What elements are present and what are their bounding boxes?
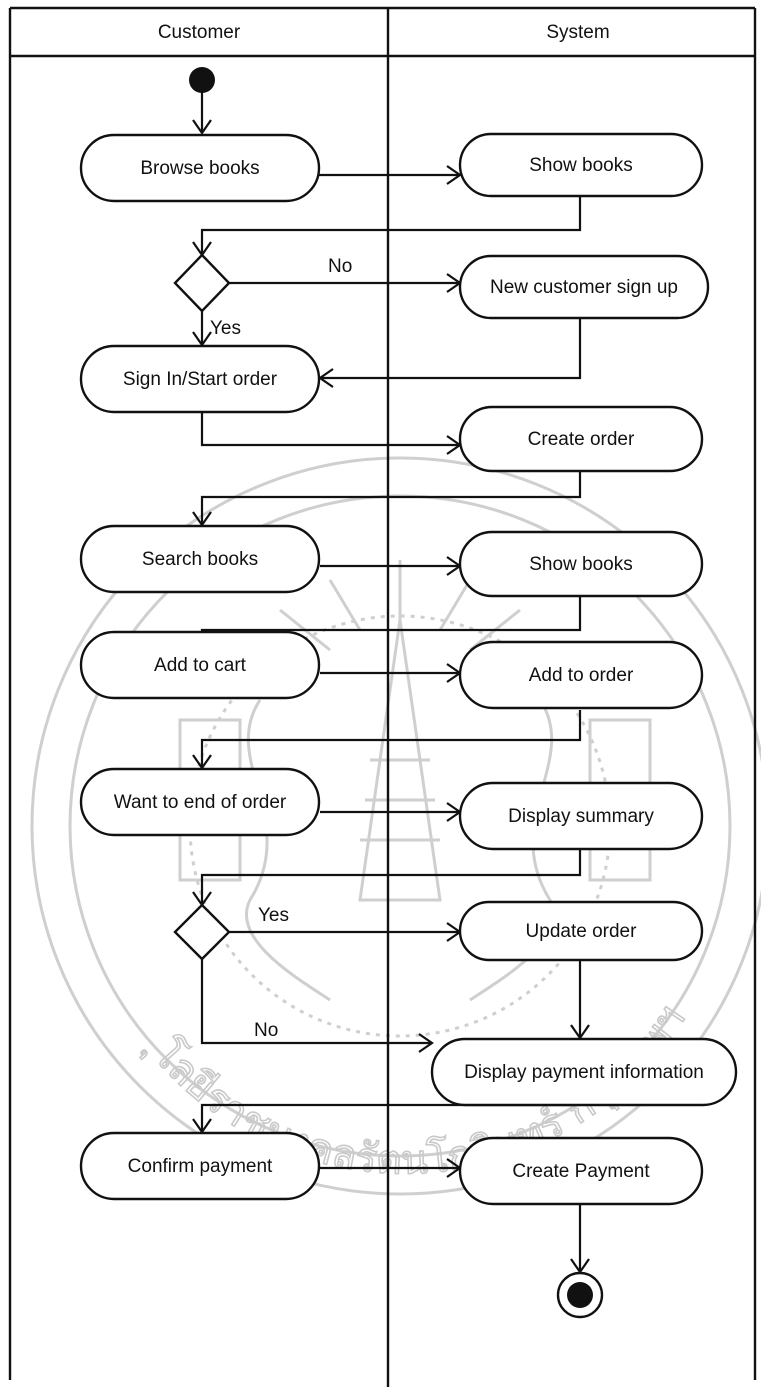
activity-label-confirm-payment: Confirm payment	[128, 1156, 273, 1177]
decision-node-end-order	[173, 903, 231, 961]
activity-add-to-cart	[79, 630, 321, 700]
activity-label-new-customer-sign-up: New customer sign up	[490, 277, 678, 298]
activity-show-books	[458, 132, 704, 198]
activity-label-create-order: Create order	[528, 429, 635, 450]
activity-confirm-payment	[79, 1131, 321, 1201]
activity-add-to-order	[458, 640, 704, 710]
swimlane-frame	[8, 6, 757, 1387]
edges	[192, 92, 590, 1274]
activity-want-to-end	[79, 767, 321, 837]
guard-label-no-1: No	[328, 256, 352, 277]
final-node	[556, 1271, 604, 1319]
activity-label-sign-in: Sign In/Start order	[123, 369, 278, 390]
activity-label-browse-books: Browse books	[140, 158, 259, 179]
activity-label-create-payment: Create Payment	[512, 1161, 650, 1182]
activity-label-display-summary: Display summary	[508, 806, 654, 827]
activity-new-customer-sign-up	[458, 254, 710, 320]
activity-label-want-to-end: Want to end of order	[114, 792, 287, 813]
guard-label-yes-2: Yes	[258, 905, 289, 926]
activity-create-order	[458, 405, 704, 473]
activity-browse-books	[79, 133, 321, 203]
activity-display-summary	[458, 781, 704, 851]
guard-label-no-2: No	[254, 1020, 278, 1041]
lane-title-system: System	[546, 22, 609, 43]
activity-create-payment	[458, 1136, 704, 1206]
decision-node-existing-customer	[173, 253, 231, 313]
activity-label-display-payment-information: Display payment information	[464, 1062, 704, 1083]
activity-label-show-books-2: Show books	[529, 554, 633, 575]
activity-display-payment-information	[430, 1037, 738, 1107]
initial-node	[189, 67, 215, 93]
activity-sign-in	[79, 344, 321, 414]
activity-label-add-to-cart: Add to cart	[154, 655, 247, 676]
lane-title-customer: Customer	[158, 22, 241, 43]
activity-label-add-to-order: Add to order	[529, 665, 634, 686]
activity-update-order	[458, 900, 704, 962]
activity-show-books-2	[458, 530, 704, 598]
activity-label-search-books: Search books	[142, 549, 258, 570]
activity-label-show-books: Show books	[529, 155, 633, 176]
activity-search-books	[79, 524, 321, 594]
guard-label-yes-1: Yes	[210, 318, 241, 339]
activity-label-update-order: Update order	[526, 921, 638, 942]
